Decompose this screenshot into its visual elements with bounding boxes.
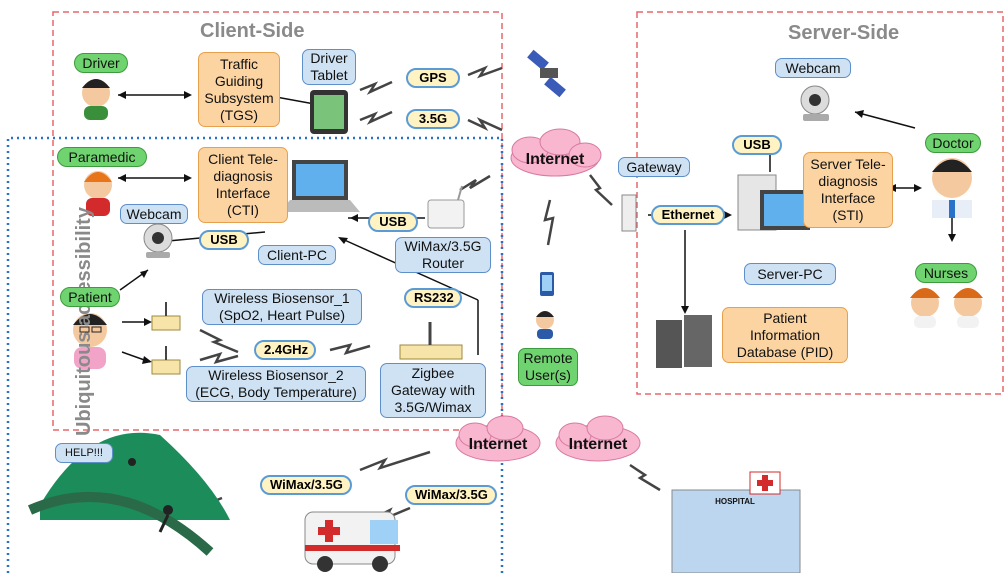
- wimax-link-1: WiMax/3.5G: [260, 475, 352, 495]
- doctor-icon: [932, 158, 972, 218]
- zigbee-gateway-icon: [399, 322, 463, 360]
- usb-server-link: USB: [732, 135, 782, 155]
- wireless-internet-gateway: [589, 174, 613, 206]
- nurses-label: Nurses: [915, 263, 977, 283]
- hospital-icon: [671, 471, 801, 573]
- database-icon: [656, 315, 712, 368]
- gateway-box: Gateway: [618, 157, 690, 177]
- driver-tablet-box: Driver Tablet: [302, 49, 356, 85]
- pid-box: Patient Information Database (PID): [722, 307, 848, 363]
- client-pc-box: Client-PC: [258, 245, 336, 265]
- internet-cloud-bottom-right: [555, 415, 641, 462]
- router-icon: [427, 185, 465, 229]
- wireless-internet-remote: [543, 199, 555, 246]
- internet-label-top: Internet: [526, 151, 585, 168]
- rs232-link: RS232: [404, 288, 462, 308]
- satellite-icon: [527, 49, 566, 98]
- hospital-label: HOSPITAL: [715, 497, 755, 506]
- tgs-box: Traffic Guiding Subsystem (TGS): [198, 52, 280, 127]
- sti-box: Server Tele- diagnosis Interface (STI): [803, 152, 893, 228]
- wireless-35g-internet: [467, 117, 503, 132]
- paramedic-icon: [84, 171, 112, 216]
- help-box: HELP!!!: [55, 443, 113, 463]
- gps-link: GPS: [406, 68, 460, 88]
- wireless-zigbee: [329, 343, 371, 356]
- paramedic-label: Paramedic: [57, 147, 147, 167]
- wireless-bio2: [199, 351, 239, 364]
- biosensor1-icon: [151, 302, 181, 331]
- wireless-tablet-gps: [359, 80, 393, 95]
- laptop-icon: [280, 160, 360, 212]
- client-side-title: Client-Side: [200, 20, 305, 42]
- biosensor2-icon: [151, 346, 181, 375]
- wireless-ambulance-left: [359, 450, 431, 472]
- wireless-bio1: [199, 328, 239, 354]
- ubiquitous-region: [6, 136, 504, 573]
- g35-link: 3.5G: [406, 109, 460, 129]
- server-webcam-icon: [800, 85, 830, 121]
- internet-cloud-top: [510, 128, 602, 177]
- patient-icon: [73, 313, 107, 369]
- server-side-region: [636, 11, 1004, 395]
- server-pc-icon: [737, 174, 810, 231]
- ambulance-icon: [304, 511, 400, 572]
- biosensor2-box: Wireless Biosensor_2 (ECG, Body Temperat…: [186, 366, 366, 402]
- wimax-link-2: WiMax/3.5G: [405, 485, 497, 505]
- server-side-title: Server-Side: [788, 22, 900, 44]
- phone-icon: [540, 272, 554, 296]
- ghz-link: 2.4GHz: [254, 340, 316, 360]
- gateway-device-icon: [621, 194, 637, 232]
- doctor-label: Doctor: [925, 133, 981, 153]
- wireless-gps-sat: [467, 65, 503, 79]
- internet-label-bottom-left: Internet: [469, 436, 528, 453]
- ethernet-link: Ethernet: [651, 205, 725, 225]
- driver-label: Driver: [74, 53, 128, 73]
- wireless-hospital: [629, 463, 661, 492]
- wireless-tablet-35g: [359, 110, 393, 125]
- remote-users-label: Remote User(s): [518, 348, 578, 386]
- cti-box: Client Tele- diagnosis Interface (CTI): [198, 147, 288, 223]
- wireless-router-internet: [459, 174, 491, 192]
- client-side-region: [52, 11, 503, 431]
- biosensor1-box: Wireless Biosensor_1 (SpO2, Heart Pulse): [202, 289, 362, 325]
- nurse-icon-1: [910, 288, 940, 328]
- patient-label: Patient: [60, 287, 120, 307]
- router-box: WiMax/3.5G Router: [395, 237, 491, 273]
- driver-icon: [82, 79, 110, 120]
- nurse-icon-2: [953, 288, 983, 328]
- usb-router-link: USB: [368, 212, 418, 232]
- zigbee-box: Zigbee Gateway with 3.5G/Wimax: [380, 363, 486, 418]
- usb-webcam-link: USB: [199, 230, 249, 250]
- client-webcam-icon: [143, 223, 173, 258]
- internet-label-bottom-right: Internet: [569, 436, 628, 453]
- server-webcam-box: Webcam: [775, 58, 851, 78]
- remote-user-icon: [536, 311, 554, 339]
- server-pc-box: Server-PC: [744, 263, 836, 285]
- ubiquitous-title: Ubiquitous accessibility: [72, 207, 95, 436]
- client-webcam-box: Webcam: [120, 204, 188, 224]
- internet-cloud-bottom-left: [455, 415, 541, 462]
- tablet-icon: [310, 90, 348, 134]
